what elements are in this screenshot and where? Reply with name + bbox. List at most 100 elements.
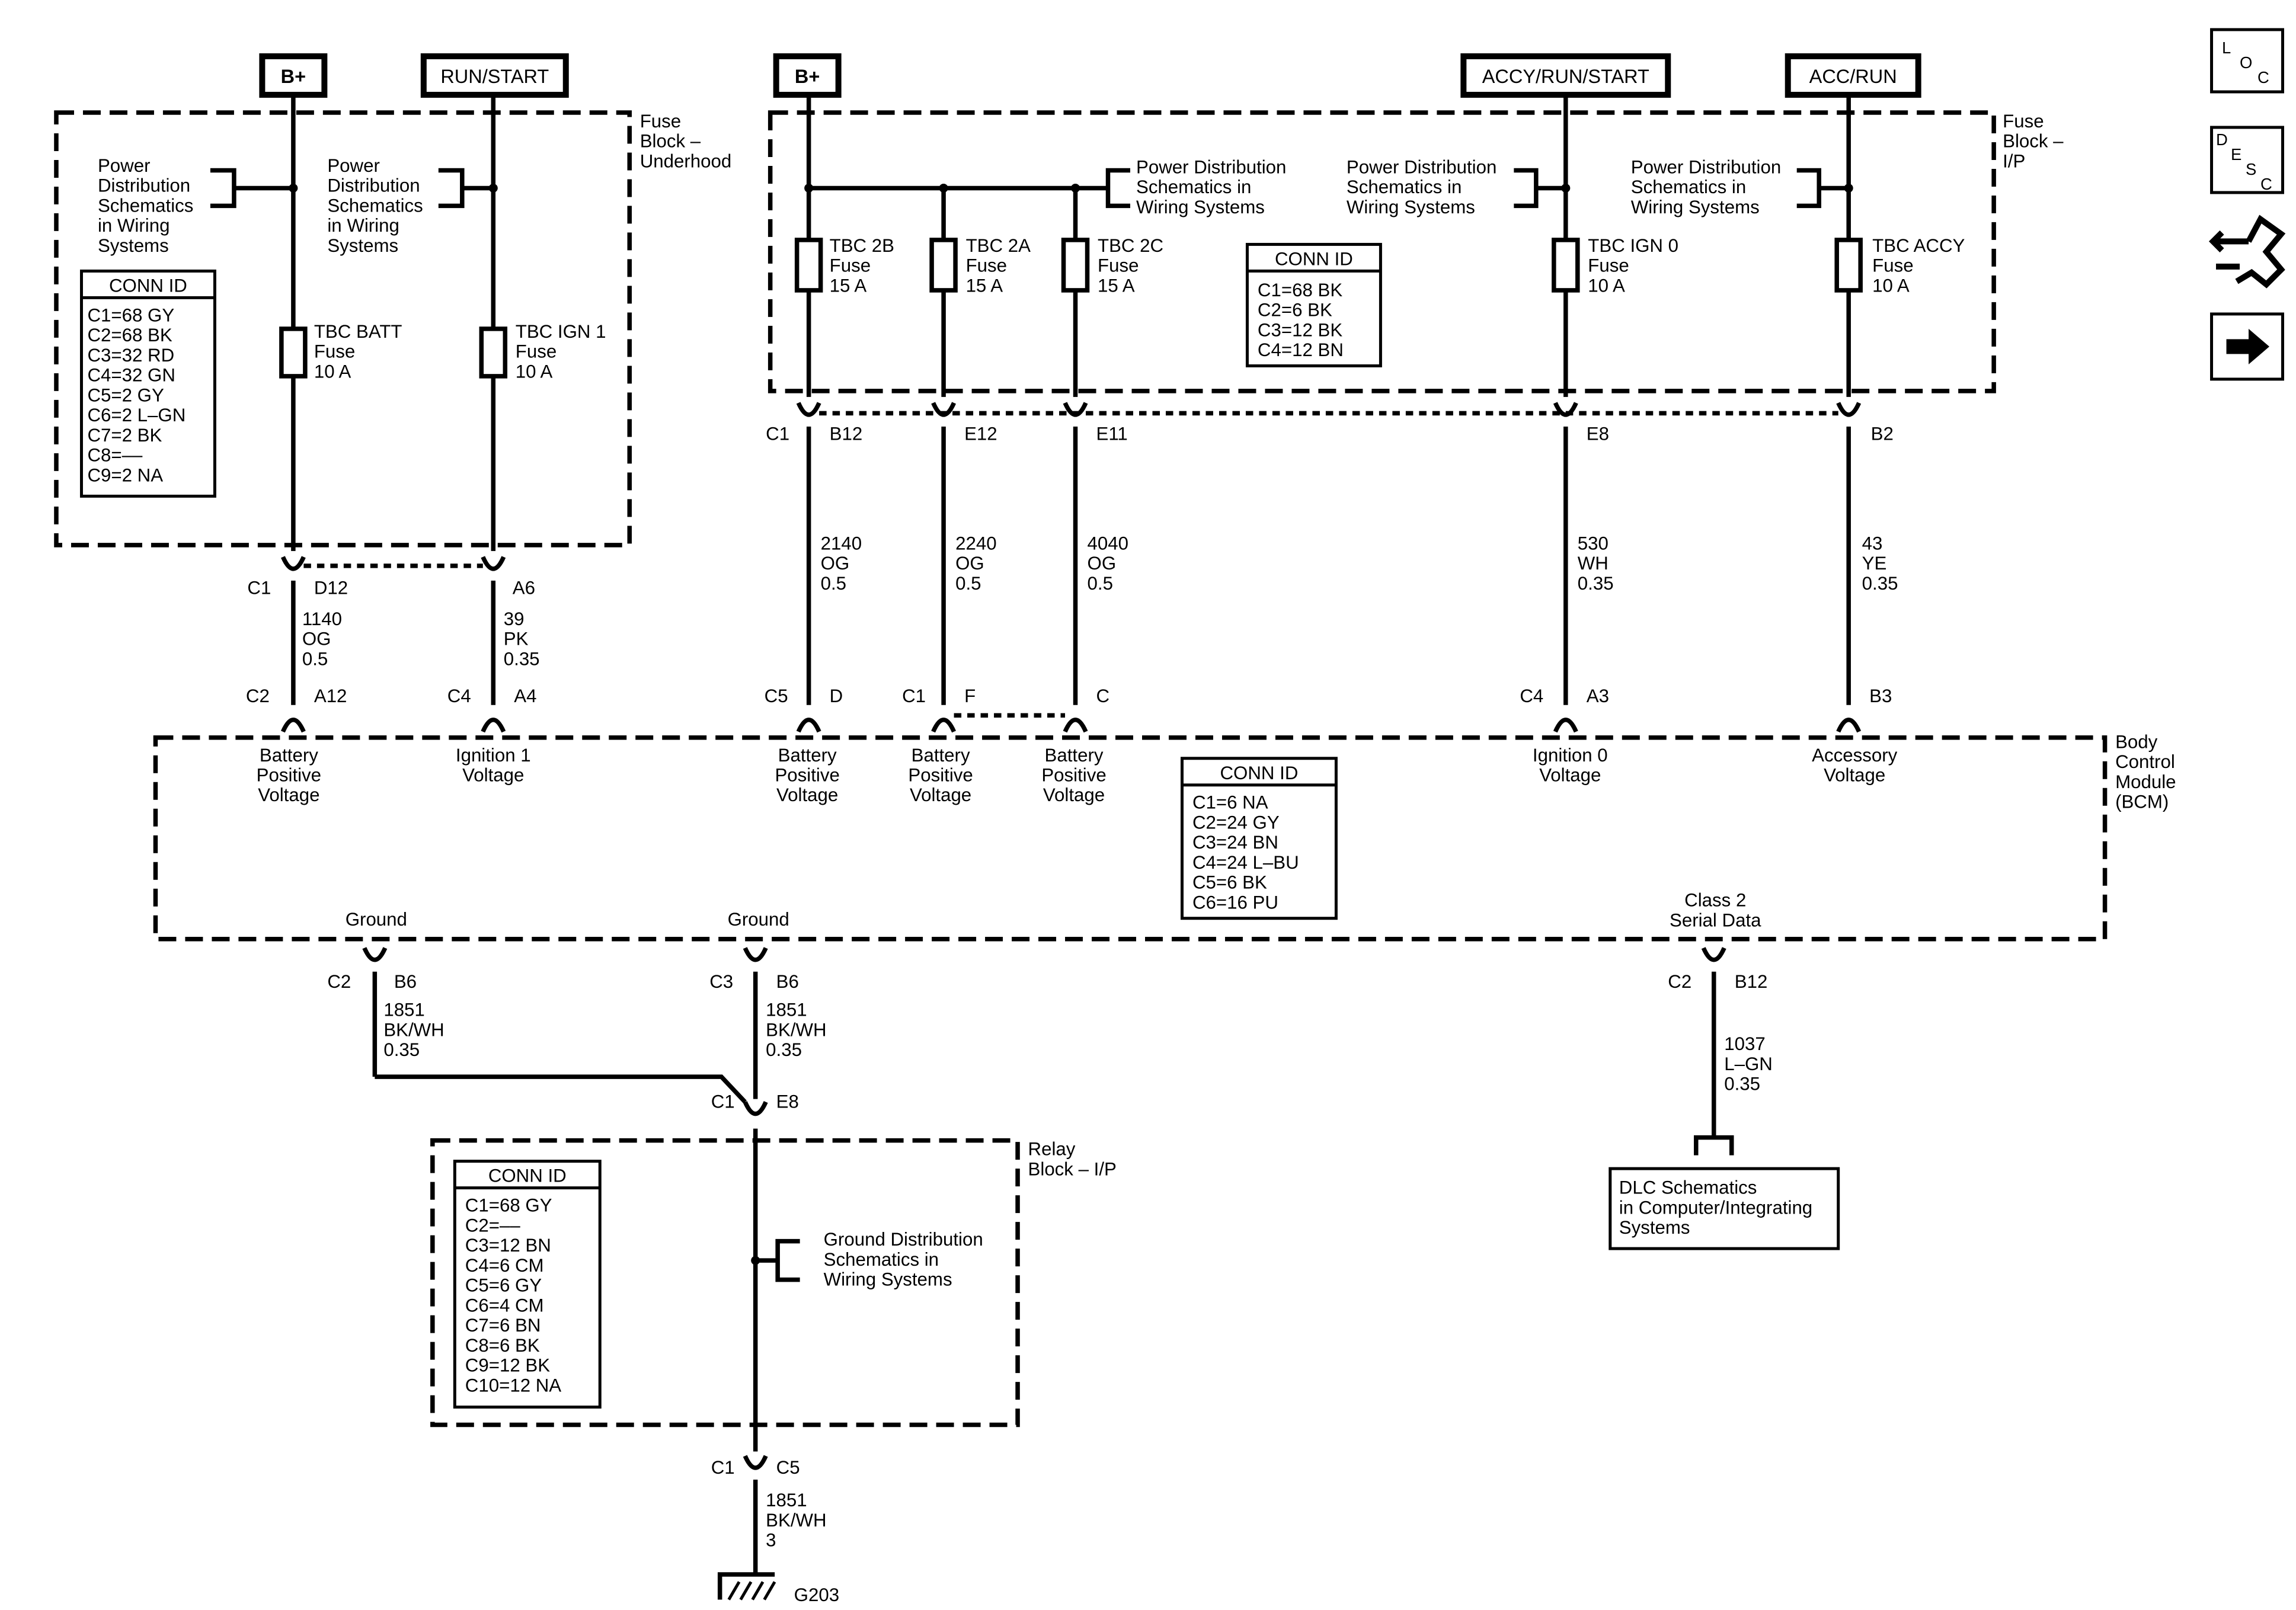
wire-w1037: 1037 <box>1724 1033 1765 1054</box>
connector-ip-e11: E11 <box>1096 423 1128 444</box>
relay-conn-id-box <box>453 1160 602 1409</box>
relay-conn-id-lines: C7=6 BN <box>465 1315 541 1336</box>
connector-ip-e12: E12 <box>964 423 997 444</box>
pd-ref-underhood-1: Power <box>98 155 151 176</box>
ip-conn-id-lines: C2=6 BK <box>1258 300 1332 321</box>
bcm-label: (BCM) <box>2115 791 2169 812</box>
pd-ref-ip-2: Schematics in <box>1347 177 1462 197</box>
fuse-tbc-ign0-label: TBC IGN 0 <box>1588 235 1678 256</box>
desc-icon[interactable] <box>2210 126 2285 194</box>
relay-conn-id-lines: C8=6 BK <box>465 1335 540 1356</box>
fuse-tbc-batt-label: Fuse <box>314 341 355 362</box>
connector-ip-c1: C1 <box>766 423 789 444</box>
bcm-label: Control <box>2115 751 2175 772</box>
uh-conn-id-lines: C2=68 BK <box>87 325 172 345</box>
wire-w39: PK <box>504 629 529 649</box>
wire-w2140: 2140 <box>821 533 862 553</box>
wire-w530: 0.35 <box>1578 573 1614 594</box>
wire-w39: 0.35 <box>504 648 540 669</box>
pd-ref-underhood-2: Systems <box>327 235 398 256</box>
wire-w43: 43 <box>1862 533 1883 553</box>
connector-bcm-c5: C5 <box>765 686 788 706</box>
ground-g203: G203 <box>794 1585 839 1605</box>
pd-ref-ip-3: Power Distribution <box>1631 156 1781 177</box>
bcm-label: Module <box>2115 772 2176 792</box>
fuse-tbc-2a-symbol <box>929 238 958 293</box>
ground-distribution-ref: Wiring Systems <box>824 1269 952 1290</box>
fuse-tbc-2c-symbol <box>1061 238 1090 293</box>
bcm-conn-id-title: CONN ID <box>1220 763 1299 783</box>
relay-block-outline <box>430 1138 1020 1427</box>
relay-block-label: Block – I/P <box>1028 1158 1117 1179</box>
fuse-tbc-ign0-label: Fuse <box>1588 255 1629 276</box>
wire-w1851c: BK/WH <box>766 1510 826 1531</box>
wire-w2240: 0.5 <box>955 573 981 594</box>
fuse-tbc-2b-label: Fuse <box>830 255 871 276</box>
fuse-block-underhood-label: Fuse <box>640 111 681 132</box>
fuse-block-ip-label: Block – <box>2003 131 2064 152</box>
bcm-pin-battery-2: Positive <box>775 765 839 786</box>
fuse-tbc-2b-symbol <box>794 238 823 293</box>
fuse-block-ip-label: I/P <box>2003 151 2025 171</box>
fuse-tbc-batt-label: TBC BATT <box>314 321 402 342</box>
wire-w1851a: BK/WH <box>383 1019 444 1040</box>
pd-ref-ip-3: Schematics in <box>1631 177 1746 197</box>
bcm-pin-ignition-1: Ignition 1 <box>456 745 531 766</box>
arrow-right-icon[interactable] <box>2226 328 2270 364</box>
fuse-tbc-ign0-symbol <box>1552 238 1580 293</box>
wire-w1037: L–GN <box>1724 1054 1773 1074</box>
connector-relay-c1b: C1 <box>711 1457 735 1478</box>
fuse-block-underhood-label: Underhood <box>640 151 732 171</box>
connector-ser-b12: B12 <box>1735 971 1768 992</box>
fuse-tbc-2a-label: TBC 2A <box>966 235 1031 256</box>
wire-w1140: OG <box>302 629 331 649</box>
uh-conn-id-lines: C6=2 L–GN <box>87 405 186 425</box>
relay-conn-id-lines: C1=68 GY <box>465 1195 552 1216</box>
uh-conn-id-lines: C7=2 BK <box>87 425 162 446</box>
source-run-start: RUN/START <box>440 66 549 87</box>
desc-icon-letter: S <box>2246 160 2256 178</box>
dlc-reference: in Computer/Integrating <box>1619 1197 1812 1218</box>
desc-icon-letter: E <box>2231 145 2241 164</box>
fuse-tbc-batt-label: 10 A <box>314 361 351 382</box>
connector-bcm-a12: A12 <box>314 686 347 706</box>
connector-relay-c5: C5 <box>776 1457 800 1478</box>
next-icon[interactable] <box>2210 312 2285 381</box>
desc-icon-letter: D <box>2216 130 2228 149</box>
wire-w1037: 0.35 <box>1724 1074 1760 1094</box>
fuse-tbc-accy-label: TBC ACCY <box>1872 235 1965 256</box>
relay-conn-id-lines: C4=6 CM <box>465 1255 544 1276</box>
bcm-conn-id-lines: C4=24 L–BU <box>1192 852 1299 873</box>
connector-bcm-c4b: C4 <box>1520 686 1543 706</box>
wrench-hand-icon[interactable] <box>2208 215 2286 289</box>
bcm-conn-id-lines: C2=24 GY <box>1192 812 1280 833</box>
ground-distribution-ref: Ground Distribution <box>824 1229 983 1250</box>
wire-w1851b: 0.35 <box>766 1039 802 1060</box>
loc-icon[interactable] <box>2210 28 2285 94</box>
loc-icon-letter: O <box>2240 53 2252 72</box>
wire-w1851c: 3 <box>766 1530 776 1551</box>
connector-bcm-b3: B3 <box>1869 686 1892 706</box>
wire-w1851b: BK/WH <box>766 1019 826 1040</box>
wire-w43: YE <box>1862 553 1887 574</box>
connector-uh-a6: A6 <box>513 577 535 598</box>
bcm-pin-accessory: Voltage <box>1824 765 1885 786</box>
connector-ip-b12: B12 <box>830 423 863 444</box>
pd-ref-ip-1: Power Distribution <box>1136 156 1286 177</box>
wire-w4040: OG <box>1088 553 1117 574</box>
wire-w530: WH <box>1578 553 1609 574</box>
connector-ser-c2: C2 <box>1668 971 1691 992</box>
wire-w2240: OG <box>955 553 984 574</box>
bcm-conn-id-lines: C5=6 BK <box>1192 872 1267 893</box>
ip-conn-id-lines: C1=68 BK <box>1258 280 1342 300</box>
ground-distribution-ref: Schematics in <box>824 1249 939 1270</box>
wire-w530: 530 <box>1578 533 1609 553</box>
wire-w1851b: 1851 <box>766 1000 807 1020</box>
wire-w1851a: 0.35 <box>383 1039 420 1060</box>
connector-gnd-c2: C2 <box>327 971 351 992</box>
uh-conn-id-title: CONN ID <box>109 275 187 296</box>
connector-gnd-b6b: B6 <box>776 971 799 992</box>
pd-ref-ip-3: Wiring Systems <box>1631 197 1760 217</box>
pd-ref-underhood-2: Schematics <box>327 195 423 216</box>
bcm-ground-1: Ground <box>346 909 407 930</box>
